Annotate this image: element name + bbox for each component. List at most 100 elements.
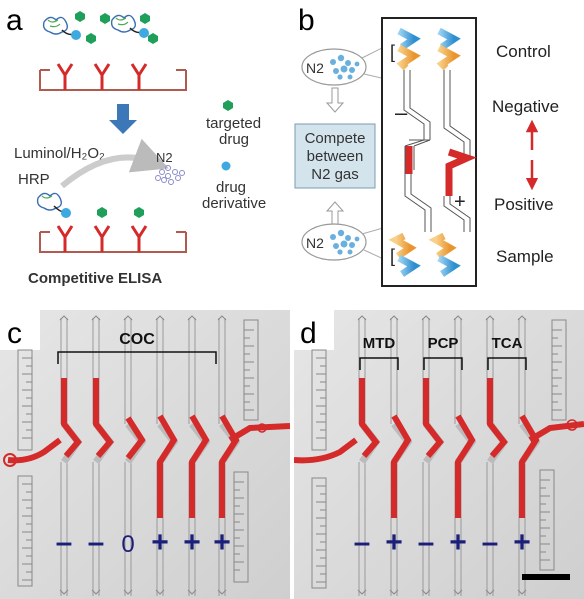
channel — [389, 315, 413, 596]
chip-c-channels — [59, 315, 241, 596]
n2-bottom-bubbles — [330, 229, 360, 255]
sample-zigzag-left — [388, 232, 421, 277]
targeted-drug-icon — [148, 33, 158, 44]
legend-targeted-line1: targeted — [206, 115, 261, 132]
channel — [155, 315, 179, 596]
ruler-c-left-bottom — [17, 475, 33, 587]
red-plug — [189, 414, 210, 518]
channel — [123, 315, 147, 596]
top-plate — [39, 69, 187, 91]
positive-label: Positive — [494, 195, 554, 214]
control-label: Control — [496, 42, 551, 61]
result-symbol: + — [385, 526, 403, 559]
control-zigzag-right — [436, 27, 461, 71]
red-plug — [125, 416, 146, 460]
chip-d-brackets — [359, 357, 527, 370]
panel-d-letter-box — [294, 310, 334, 350]
red-plug — [391, 414, 412, 518]
process-arrow-icon — [109, 104, 137, 134]
enzyme-complex-icon — [42, 16, 81, 40]
chip-c-outlet — [228, 423, 291, 443]
result-symbol: – — [56, 526, 73, 559]
control-bracket: [ — [390, 42, 395, 62]
panel-c-letter: c — [7, 317, 22, 350]
bound-targeted-drug-icon — [134, 207, 144, 218]
compete-box — [294, 123, 376, 189]
panel-a-caption: Competitive ELISA — [28, 270, 162, 287]
panel-b-letter: b — [298, 4, 315, 37]
red-plug — [219, 414, 240, 518]
targeted-drug-icon — [140, 13, 150, 24]
sample-bracket: [ — [390, 246, 395, 266]
panel-a-letter: a — [6, 4, 23, 37]
channel-frame — [381, 17, 477, 287]
up-arrow-icon — [325, 201, 345, 227]
legend-targeted-line2: drug — [219, 131, 249, 148]
channel — [59, 315, 83, 596]
red-plug — [423, 378, 444, 458]
chip-c-results: ––0+++ — [56, 526, 231, 559]
red-plug — [487, 378, 508, 458]
channel — [217, 315, 241, 596]
red-plug — [455, 414, 476, 518]
ruler-d-right — [539, 319, 567, 571]
n2-top-bubbles — [330, 54, 360, 80]
bound-targeted-drug-icon — [97, 207, 107, 218]
bottom-plate — [39, 231, 187, 253]
channel — [357, 315, 381, 596]
result-symbol: – — [482, 526, 499, 559]
compete-line2: between — [307, 148, 364, 165]
right-red-plug — [445, 148, 477, 196]
top-molecules — [42, 11, 158, 44]
red-plug — [359, 378, 380, 458]
legend-derivative-line2: derivative — [202, 195, 266, 212]
result-symbol: + — [213, 526, 231, 559]
ruler-d-left — [311, 349, 327, 589]
targeted-drug-legend-icon — [223, 100, 233, 111]
sample-zigzag-right — [428, 232, 461, 277]
panel-a: a — [6, 4, 266, 287]
red-plug — [61, 378, 82, 458]
compete-line3: N2 gas — [311, 166, 359, 183]
red-plug — [519, 414, 540, 518]
channel — [453, 315, 477, 596]
panel-c: c COC ––0+++ — [0, 310, 291, 599]
panel-b: b N2 Compete between N2 gas N2 — [294, 4, 559, 287]
luminol-label: Luminol/H₂O₂ — [14, 145, 105, 162]
minus-sign: – — [395, 100, 408, 125]
ruler-c-right — [233, 319, 259, 583]
right-channel — [443, 70, 471, 232]
channel — [187, 315, 211, 596]
plus-sign: + — [454, 191, 466, 213]
channel — [485, 315, 509, 596]
chip-d-inlet — [293, 437, 358, 464]
negative-label: Negative — [492, 97, 559, 116]
ruler-c-left-top — [17, 349, 33, 451]
left-channel — [403, 70, 432, 232]
chip-d-outlet — [528, 421, 584, 443]
sample-label: Sample — [496, 247, 554, 266]
targeted-drug-icon — [86, 33, 96, 44]
scale-bar — [522, 574, 570, 580]
antibodies-bottom — [56, 225, 148, 252]
targeted-drug-icon — [75, 11, 85, 22]
result-symbol: – — [418, 526, 435, 559]
result-symbol: 0 — [121, 531, 134, 558]
targeted-drug-icon — [100, 13, 110, 24]
result-symbol: – — [354, 526, 371, 559]
n2-top-label: N2 — [306, 60, 324, 76]
enzyme-complex-icon — [110, 14, 149, 38]
result-symbol: – — [88, 526, 105, 559]
result-symbol: + — [513, 526, 531, 559]
red-plug — [93, 378, 114, 458]
antibodies-top — [56, 63, 148, 90]
down-arrow-icon — [325, 87, 345, 113]
n2-bubbles — [155, 165, 185, 185]
chip-c-inlet — [7, 437, 62, 464]
red-plug — [157, 414, 178, 518]
drug-derivative-legend-icon — [221, 161, 231, 171]
pcp-label: PCP — [428, 335, 459, 352]
chip-d-outlet-port — [566, 419, 578, 431]
legend-derivative-line1: drug — [216, 179, 246, 196]
